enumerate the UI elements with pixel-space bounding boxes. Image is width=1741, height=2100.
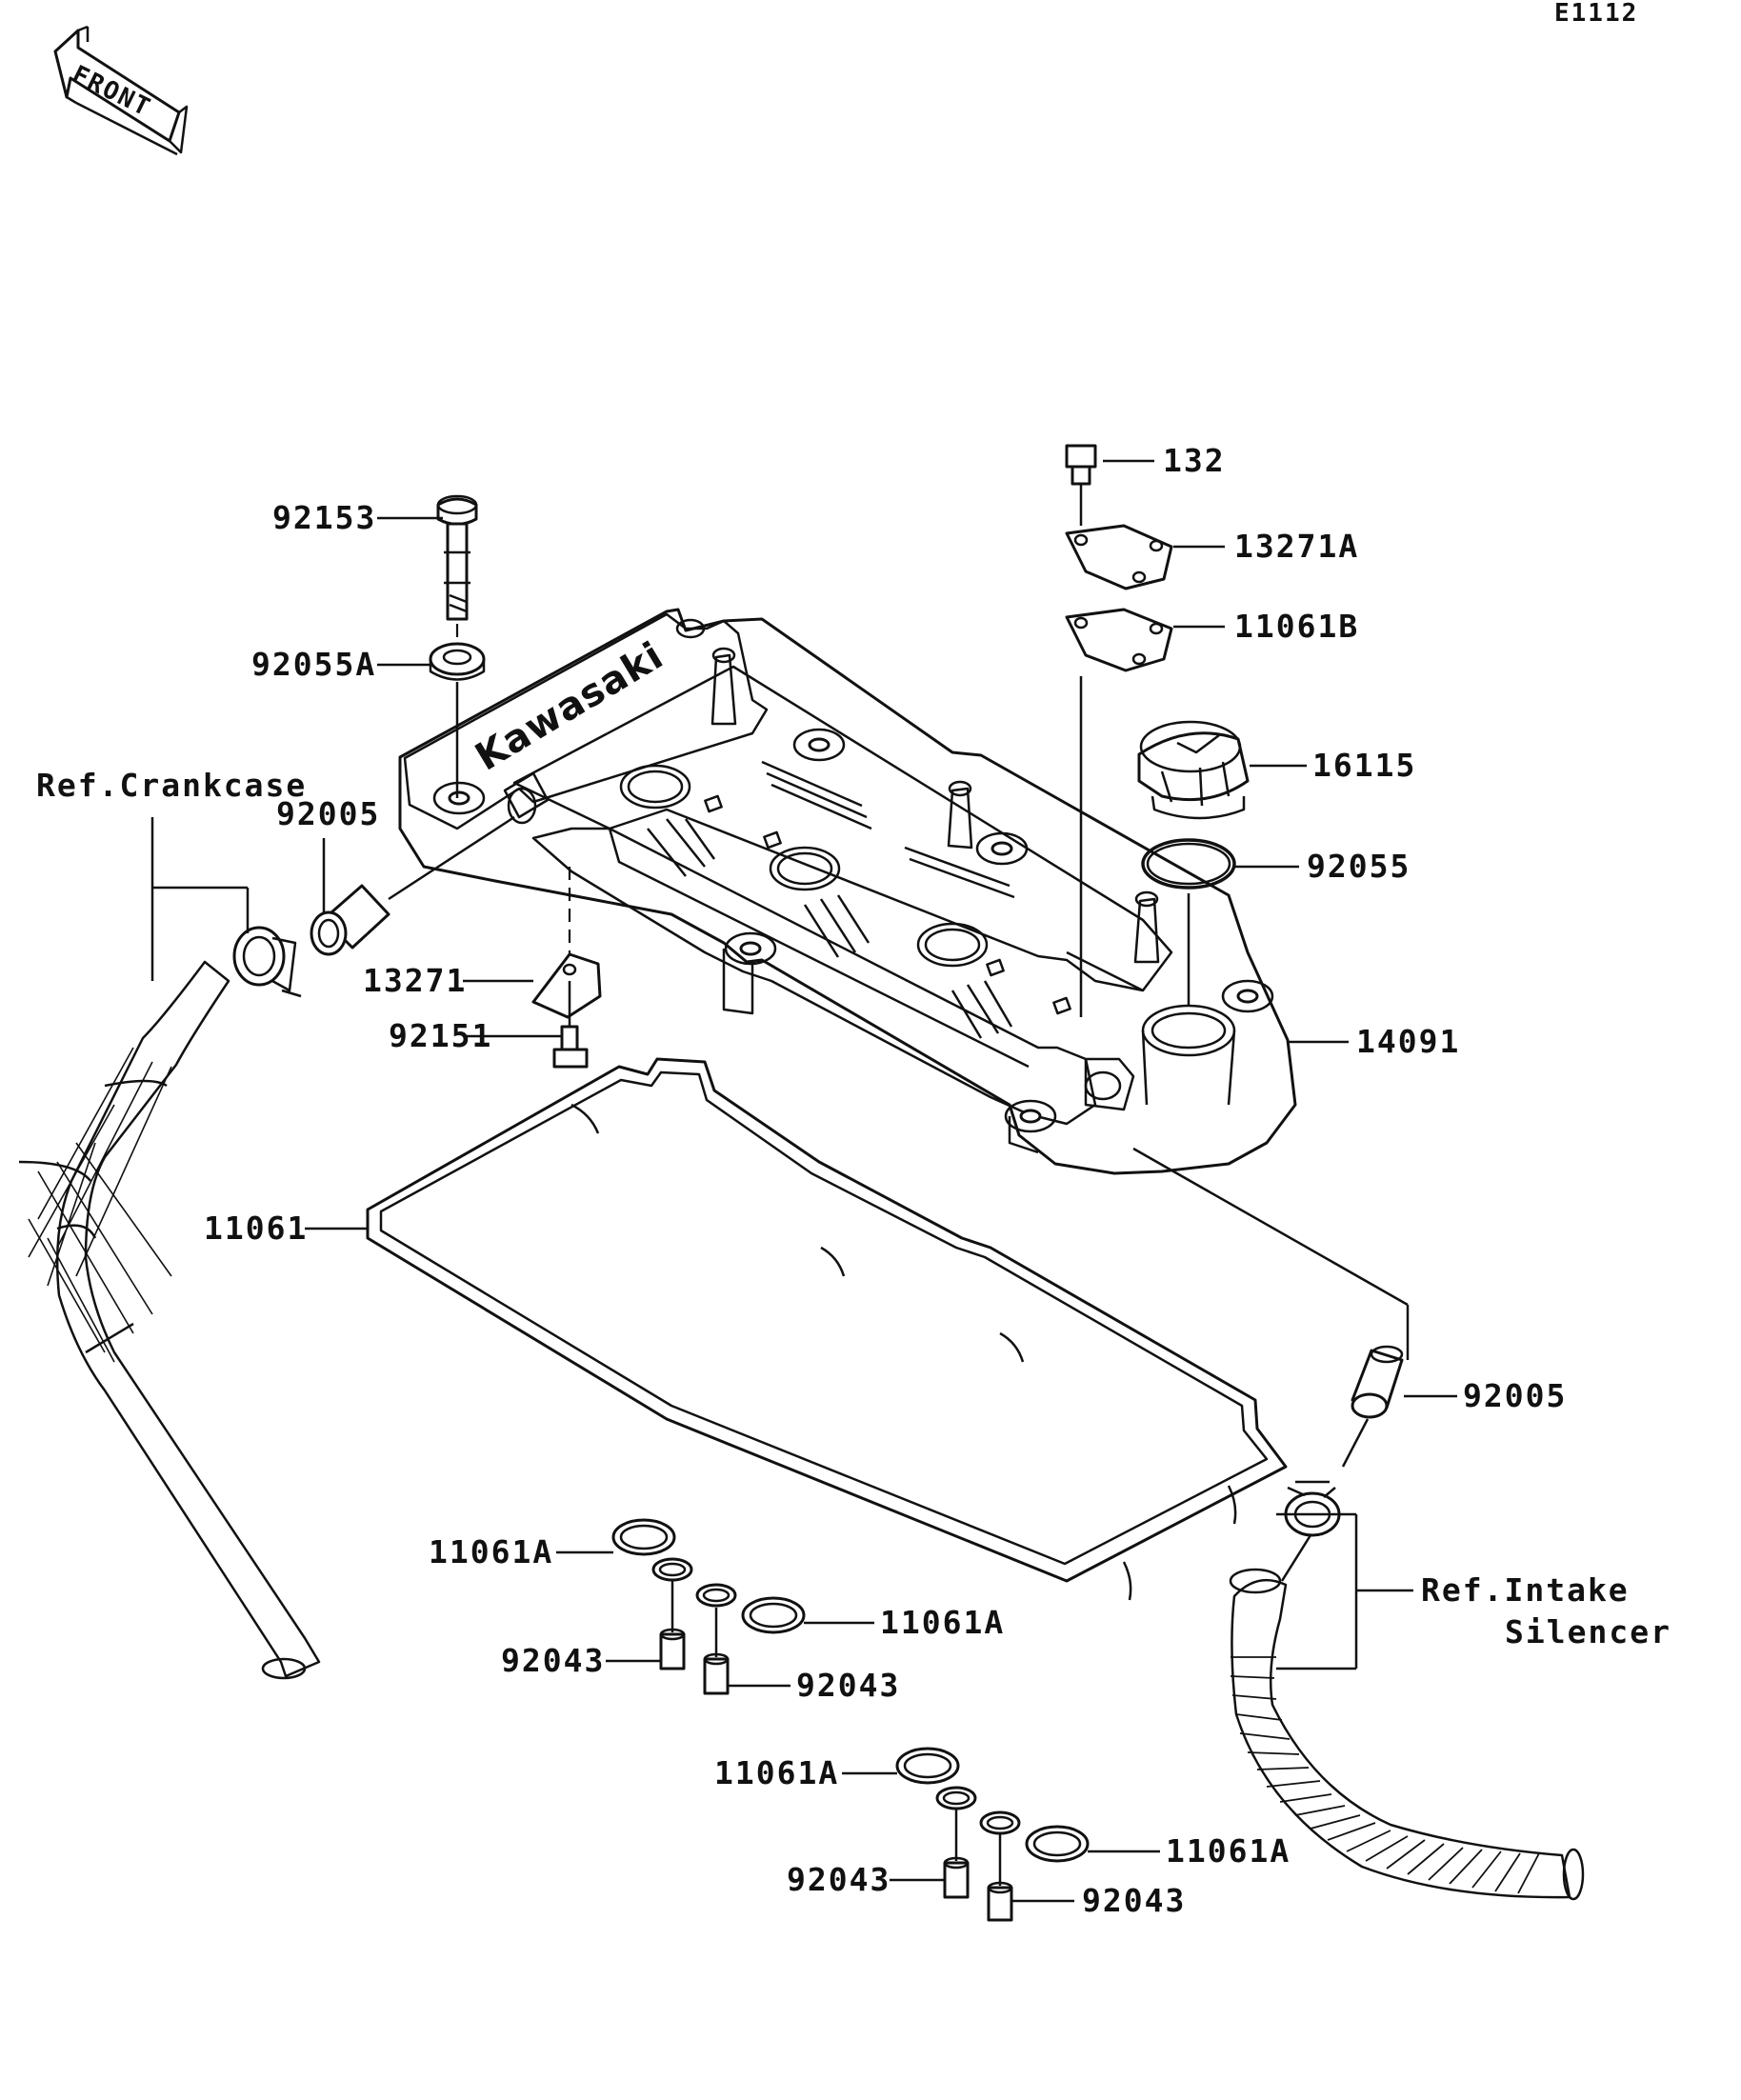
fitting-92005-right [1351, 1345, 1404, 1419]
grommet-92055A [429, 642, 486, 681]
label-92005-left: 92005 [276, 795, 380, 832]
front-direction-arrow-icon: FRONT [53, 25, 189, 156]
bolt-92153 [436, 494, 478, 621]
label-11061: 11061 [204, 1210, 308, 1247]
label-11061A-4: 11061A [1166, 1832, 1291, 1870]
hose-clamp-right [1284, 1480, 1341, 1537]
label-92043-3: 92043 [787, 1861, 891, 1898]
label-92055A: 92055A [251, 646, 376, 683]
intake-breather-hose [1229, 1568, 1585, 1901]
cover-gasket [366, 1057, 1288, 1601]
crankcase-breather-hose [18, 960, 321, 1680]
label-11061A-2: 11061A [880, 1604, 1005, 1641]
diagram-code: E1112 [1554, 0, 1638, 28]
gasket-11061B [1065, 608, 1173, 672]
label-13271A: 13271A [1234, 528, 1359, 565]
fitting-92005-left [310, 815, 515, 956]
o-ring-92055 [1141, 838, 1236, 890]
bolt-92151 [552, 1025, 589, 1069]
label-13271: 13271 [363, 962, 467, 999]
label-ref-intake-silencer: Silencer [1505, 1613, 1671, 1650]
label-14091: 14091 [1356, 1023, 1460, 1060]
label-92043-1: 92043 [501, 1642, 605, 1679]
label-92153: 92153 [272, 499, 376, 536]
bolt-132 [1065, 444, 1097, 486]
label-ref-intake: Ref.Intake [1421, 1571, 1630, 1609]
oil-filler-cap-16115 [1137, 720, 1250, 820]
label-11061A-1: 11061A [429, 1533, 553, 1570]
label-11061A-3: 11061A [714, 1754, 839, 1791]
leader-lines [150, 459, 1457, 1903]
plate-13271A [1065, 524, 1173, 590]
plate-13271 [531, 952, 602, 1019]
hose-clamp-left [232, 926, 302, 998]
label-92005-right: 92005 [1463, 1377, 1567, 1414]
label-132: 132 [1163, 442, 1226, 479]
label-92043-2: 92043 [796, 1667, 900, 1704]
label-11061B: 11061B [1234, 608, 1359, 645]
seal-set-upper [611, 1518, 806, 1695]
label-92151: 92151 [389, 1017, 492, 1054]
label-92055: 92055 [1307, 848, 1411, 885]
cylinder-head-cover: Kawasaki [398, 608, 1297, 1175]
label-ref-crankcase: Ref.Crankcase [36, 767, 307, 804]
label-92043-4: 92043 [1082, 1882, 1186, 1919]
seal-set-lower [895, 1747, 1090, 1922]
label-16115: 16115 [1312, 747, 1416, 784]
